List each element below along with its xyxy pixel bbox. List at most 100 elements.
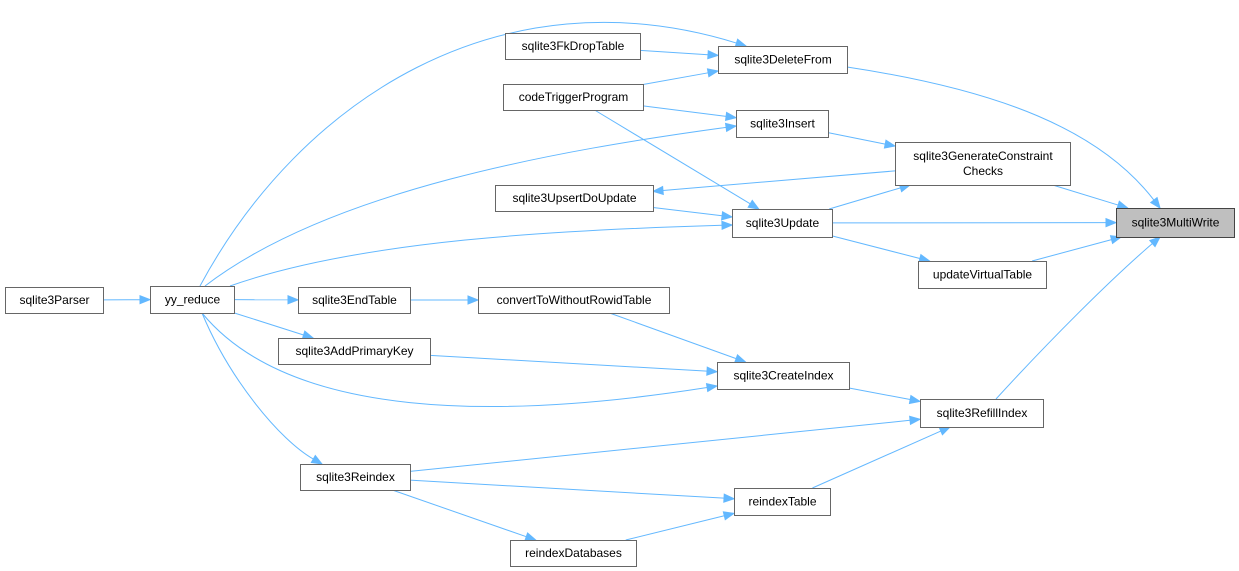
edge-sqlite3GenerateConstraintChecks-to-sqlite3MultiWrite <box>1052 184 1129 210</box>
edge-sqlite3AddPrimaryKey-to-sqlite3CreateIndex <box>429 354 719 376</box>
edge-line <box>1052 184 1119 206</box>
edge-line <box>652 206 723 217</box>
edge-line <box>609 312 737 360</box>
edge-reindexDatabases-to-reindexTable <box>625 511 736 541</box>
edge-line <box>1031 239 1112 262</box>
edge-line <box>429 354 708 372</box>
edge-arrowhead <box>706 366 719 376</box>
node-yy_reduce[interactable]: yy_reduce <box>150 286 235 314</box>
node-label: yy_reduce <box>165 293 221 307</box>
edge-yy_reduce-to-sqlite3DeleteFrom <box>199 21 748 287</box>
node-box[interactable] <box>495 185 654 212</box>
edge-layer <box>102 21 1162 542</box>
edge-arrowhead <box>1148 236 1162 248</box>
edge-sqlite3Reindex-to-sqlite3RefillIndex <box>409 415 922 472</box>
node-sqlite3UpsertDoUpdate[interactable]: sqlite3UpsertDoUpdate <box>495 185 654 212</box>
node-updateVirtualTable[interactable]: updateVirtualTable <box>918 261 1047 289</box>
edge-arrowhead <box>1116 200 1129 210</box>
node-sqlite3Parser[interactable]: sqlite3Parser <box>5 287 104 314</box>
edge-yy_reduce-to-sqlite3AddPrimaryKey <box>233 312 315 340</box>
edge-line <box>204 126 727 287</box>
edge-sqlite3DeleteFrom-to-sqlite3MultiWrite <box>846 66 1161 210</box>
edge-arrowhead <box>467 295 480 305</box>
node-box[interactable] <box>717 362 850 390</box>
edge-line <box>829 187 901 210</box>
edge-sqlite3RefillIndex-to-sqlite3MultiWrite <box>995 236 1162 400</box>
node-label: updateVirtualTable <box>933 268 1033 282</box>
node-sqlite3DeleteFrom[interactable]: sqlite3DeleteFrom <box>718 46 848 74</box>
node-sqlite3CreateIndex[interactable]: sqlite3CreateIndex <box>717 362 850 390</box>
edge-codeTriggerProgram-to-sqlite3DeleteFrom <box>642 68 720 85</box>
edge-sqlite3GenerateConstraintChecks-to-sqlite3UpsertDoUpdate <box>651 170 896 196</box>
node-label: sqlite3MultiWrite <box>1132 216 1220 230</box>
node-layer: sqlite3MultiWrite sqlite3DeleteFrom sqlite… <box>5 33 1235 567</box>
node-box[interactable] <box>918 261 1047 289</box>
node-convertToWithoutRowidTable[interactable]: convertToWithoutRowidTable <box>478 287 670 314</box>
edge-updateVirtualTable-to-sqlite3MultiWrite <box>1031 235 1123 262</box>
node-sqlite3Update[interactable]: sqlite3Update <box>732 209 833 238</box>
node-box[interactable] <box>732 209 833 238</box>
node-label: sqlite3CreateIndex <box>733 369 833 383</box>
node-box[interactable] <box>503 84 644 111</box>
edge-line <box>199 21 737 287</box>
node-sqlite3RefillIndex[interactable]: sqlite3RefillIndex <box>920 399 1044 428</box>
node-sqlite3Insert[interactable]: sqlite3Insert <box>736 110 829 138</box>
node-box[interactable] <box>505 33 641 60</box>
node-reindexTable[interactable]: reindexTable <box>734 488 831 516</box>
edge-arrowhead <box>724 111 738 122</box>
edge-sqlite3Update-to-updateVirtualTable <box>831 235 931 263</box>
node-box[interactable] <box>298 287 411 314</box>
edge-line <box>409 419 911 472</box>
edge-arrowhead <box>734 38 748 48</box>
node-label: sqlite3Reindex <box>316 470 395 484</box>
edge-yy_reduce-to-sqlite3Update <box>229 220 734 287</box>
node-box[interactable] <box>300 464 411 491</box>
node-label: sqlite3AddPrimaryKey <box>295 344 413 358</box>
node-box[interactable] <box>278 338 431 365</box>
edge-arrowhead <box>139 294 152 305</box>
node-label: sqlite3GenerateConstraint <box>913 149 1053 163</box>
node-box[interactable] <box>920 399 1044 428</box>
edge-arrowhead <box>734 353 747 363</box>
edge-line <box>642 105 727 117</box>
node-box[interactable] <box>150 286 235 314</box>
node-box[interactable] <box>734 488 831 516</box>
node-box[interactable] <box>478 287 670 314</box>
edge-sqlite3Reindex-to-reindexTable <box>409 479 736 503</box>
edge-arrowhead <box>1105 217 1118 228</box>
node-reindexDatabases[interactable]: reindexDatabases <box>510 540 637 567</box>
node-box[interactable] <box>895 142 1071 186</box>
node-label: codeTriggerProgram <box>519 90 629 104</box>
edge-arrowhead <box>883 139 897 149</box>
edge-line <box>995 243 1153 400</box>
edge-yy_reduce-to-sqlite3CreateIndex <box>201 312 719 407</box>
node-box[interactable] <box>510 540 637 567</box>
edge-arrowhead <box>301 330 315 340</box>
node-codeTriggerProgram[interactable]: codeTriggerProgram <box>503 84 644 111</box>
node-sqlite3MultiWrite[interactable]: sqlite3MultiWrite <box>1116 208 1235 238</box>
node-box[interactable] <box>736 110 829 138</box>
node-sqlite3FkDropTable[interactable]: sqlite3FkDropTable <box>505 33 641 60</box>
node-label: sqlite3UpsertDoUpdate <box>512 191 636 205</box>
node-label: reindexDatabases <box>525 546 622 560</box>
node-label: sqlite3FkDropTable <box>522 39 625 53</box>
node-sqlite3Reindex[interactable]: sqlite3Reindex <box>300 464 411 491</box>
node-label: Checks <box>963 164 1003 178</box>
node-box[interactable] <box>718 46 848 74</box>
edge-line <box>846 66 1155 201</box>
node-sqlite3EndTable[interactable]: sqlite3EndTable <box>298 287 411 314</box>
edge-arrowhead <box>706 68 720 78</box>
node-box[interactable] <box>1116 208 1235 238</box>
node-sqlite3AddPrimaryKey[interactable]: sqlite3AddPrimaryKey <box>278 338 431 365</box>
edge-arrowhead <box>724 122 738 133</box>
node-label: convertToWithoutRowidTable <box>497 293 652 307</box>
node-box[interactable] <box>5 287 104 314</box>
edge-sqlite3Insert-to-sqlite3GenerateConstraintChecks <box>827 132 897 149</box>
edge-reindexTable-to-sqlite3RefillIndex <box>812 426 952 489</box>
node-label: sqlite3Update <box>746 216 820 230</box>
node-label: sqlite3DeleteFrom <box>734 53 831 67</box>
edge-line <box>201 312 708 407</box>
edge-arrowhead <box>651 185 664 196</box>
edge-line <box>409 479 725 499</box>
